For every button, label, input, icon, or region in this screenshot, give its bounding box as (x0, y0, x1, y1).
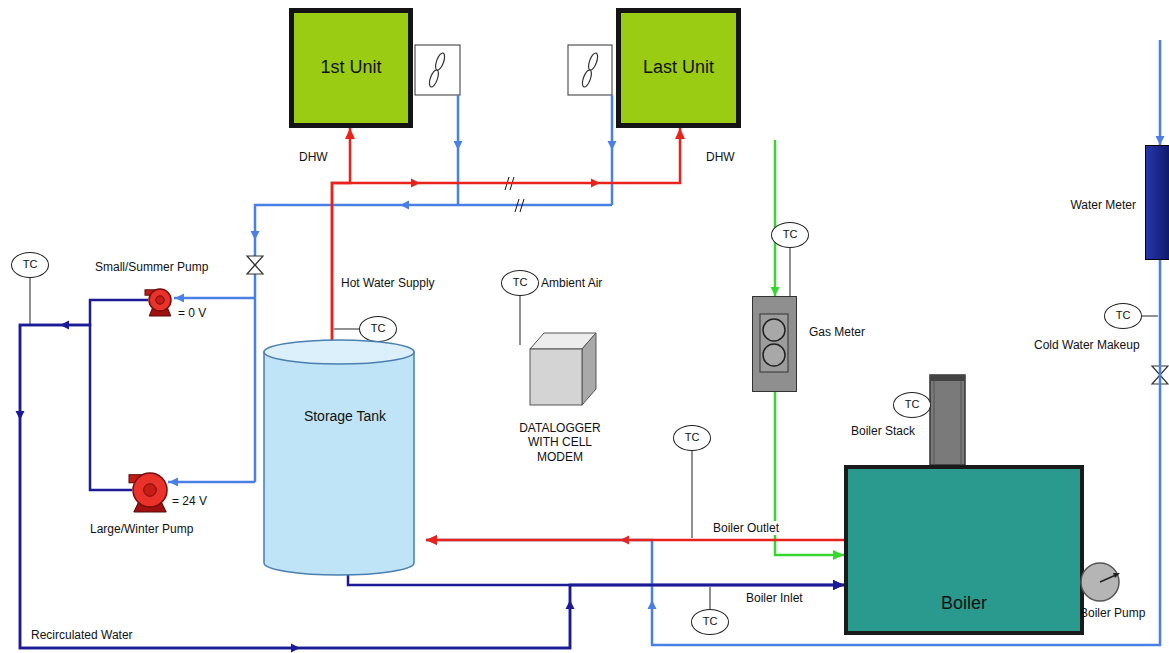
unit-box: 1st Unit (289, 8, 413, 128)
node-label: Water Meter (1070, 198, 1136, 212)
gas-meter-shape (753, 297, 798, 393)
pipe-connector (20, 300, 844, 648)
pipe-connector (332, 128, 350, 340)
sensor-circle: TC (1104, 303, 1142, 329)
annotation-label: DHW (705, 150, 736, 164)
sensor-circle: TC (673, 425, 711, 451)
pipe-label: Boiler Inlet (745, 591, 804, 605)
node-label: 1st Unit (294, 57, 408, 79)
valve-symbol (247, 256, 263, 274)
pipe-connector (426, 539, 844, 542)
node-label: TC (674, 431, 710, 444)
boiler-pump-shape (1080, 562, 1120, 602)
fan-symbol (581, 52, 600, 88)
annotation-label: Ambient Air (540, 276, 603, 290)
return-pipe (168, 481, 255, 484)
sensor-circle: TC (691, 609, 729, 635)
boiler-pump: Boiler Pump (1080, 562, 1120, 602)
node-label: Boiler Pump (1080, 606, 1145, 620)
unit-box: Last Unit (616, 8, 741, 128)
sensor-circle: TC (771, 222, 809, 248)
boiler-stack (930, 375, 965, 465)
pump-shape (148, 288, 172, 312)
node-label: Gas Meter (809, 325, 865, 339)
node-label: Large/Winter Pump (90, 522, 193, 536)
sensor-circle: TC (893, 392, 931, 418)
node-label: TC (502, 276, 538, 289)
node-label: TC (894, 398, 930, 411)
return-pipe (174, 297, 255, 300)
sensor-circle: TC (501, 270, 539, 296)
cold-water-pipe (1159, 40, 1162, 145)
node-label: TC (360, 322, 396, 335)
pipe-connector (775, 392, 844, 555)
gas-meter: Gas Meter (752, 296, 797, 392)
fan-box (568, 45, 612, 95)
node-label: = 0 V (178, 306, 206, 320)
node-label: TC (692, 615, 728, 628)
fan-box (415, 45, 460, 95)
node-label: Storage Tank (264, 408, 426, 425)
pipe-connector (348, 575, 844, 585)
pipe-connector (20, 325, 844, 648)
fan-coil (415, 45, 612, 95)
boiler: Boiler (844, 465, 1084, 635)
storage-tank-shape (264, 340, 414, 575)
fan-symbol (428, 52, 447, 88)
node-label: Last Unit (621, 57, 736, 79)
flow-arrow (16, 136, 1165, 653)
node-label: TC (772, 228, 808, 241)
datalogger: DATALOGGER WITH CELL MODEM (500, 325, 620, 485)
annotation-label: Cold Water Makeup (1033, 338, 1141, 352)
pump-shape (132, 472, 168, 508)
annotation-label: DHW (298, 150, 329, 164)
node-label: = 24 V (172, 494, 207, 508)
node-label: DATALOGGER WITH CELL MODEM (515, 421, 605, 464)
node-label: Boiler (848, 593, 1080, 615)
pipe-label: Boiler Outlet (712, 521, 780, 535)
pipe-connector (426, 260, 1160, 645)
pump: Small/Summer Pump= 0 V (148, 288, 172, 312)
pump: Large/Winter Pump= 24 V (132, 472, 168, 508)
pipe-label: Hot Water Supply (340, 276, 436, 290)
node-label: TC (1105, 309, 1141, 322)
storage-tank: Storage Tank (264, 340, 426, 575)
pipe-label: Recirculated Water (30, 628, 134, 642)
pipe-connector (332, 128, 680, 340)
annotation-label: Boiler Stack (850, 424, 916, 438)
sensor-circle: TC (359, 316, 397, 342)
node-label: Small/Summer Pump (95, 260, 208, 274)
node-label: TC (12, 258, 48, 271)
sensor-circle: TC (11, 252, 49, 278)
water-meter: Water Meter (1145, 145, 1169, 260)
gas-pipe (774, 140, 777, 296)
